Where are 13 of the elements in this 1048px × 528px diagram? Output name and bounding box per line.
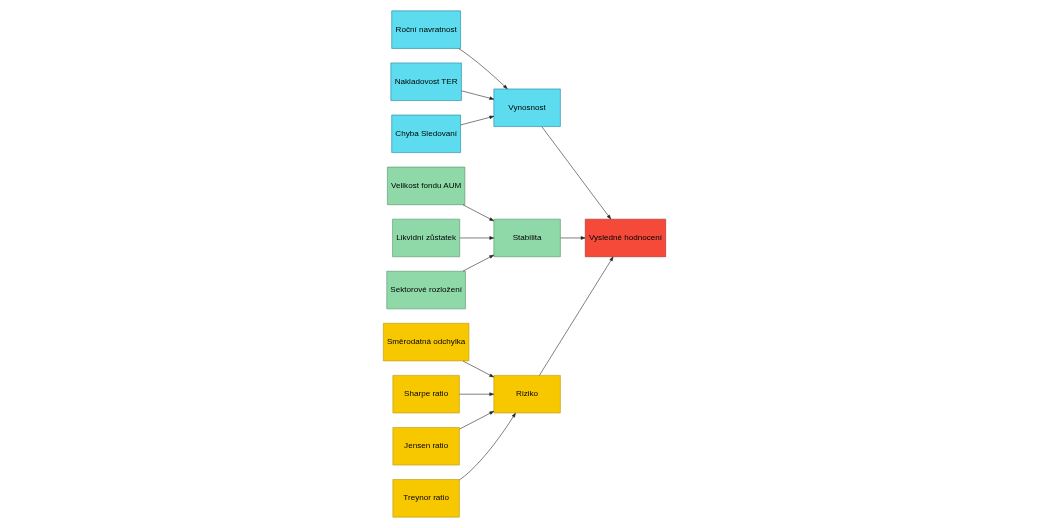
arrow	[457, 48, 508, 90]
arrow	[462, 360, 494, 378]
arrow	[541, 126, 611, 220]
arrow	[538, 256, 613, 376]
arrow	[559, 236, 585, 240]
arrow	[460, 115, 494, 126]
arrow	[458, 412, 516, 481]
arrow	[458, 392, 494, 396]
arrow	[462, 204, 494, 222]
arrow	[458, 411, 494, 430]
arrow	[459, 236, 494, 240]
arrow	[460, 90, 494, 100]
arrow	[462, 254, 494, 272]
